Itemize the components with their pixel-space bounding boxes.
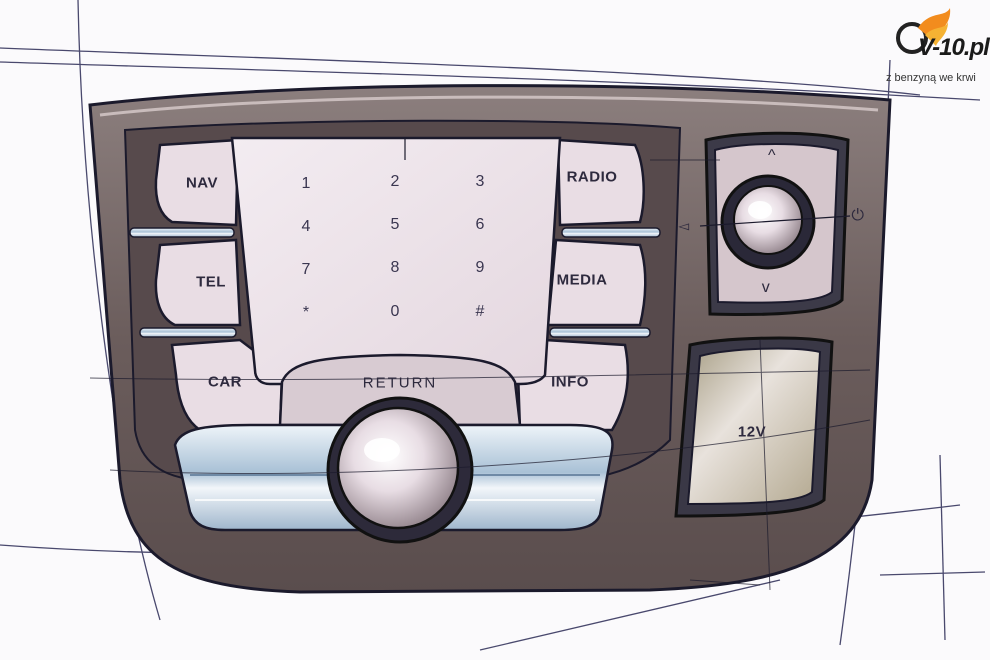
outlet-panel [686, 347, 822, 506]
logo-tagline: z benzyną we krwi [886, 72, 976, 84]
keypad-key-3[interactable]: 3 [475, 173, 485, 190]
keypad-key-0[interactable]: 0 [390, 303, 400, 320]
keypad-screen [230, 136, 562, 386]
info-button[interactable]: INFO [551, 373, 589, 391]
joystick-down-icon[interactable]: v [761, 279, 771, 296]
media-button-shape [546, 238, 647, 327]
keypad-key-4[interactable]: 4 [301, 218, 311, 235]
tel-button[interactable]: TEL [196, 273, 226, 291]
keypad-key-8[interactable]: 8 [390, 259, 400, 276]
keypad-key-star[interactable]: * [302, 304, 310, 321]
joystick-knob [733, 185, 803, 255]
radio-button[interactable]: RADIO [566, 168, 618, 186]
return-button[interactable]: RETURN [362, 374, 438, 392]
tel-button-shape [154, 238, 242, 327]
nav-button[interactable]: NAV [185, 174, 219, 192]
joystick-up-icon[interactable]: ^ [767, 147, 777, 164]
keypad-key-5[interactable]: 5 [390, 216, 400, 233]
keypad-key-7[interactable]: 7 [301, 261, 311, 278]
power-outlet-12v[interactable]: 12V [737, 423, 767, 441]
main-rotary-knob[interactable] [338, 408, 458, 528]
joystick-left-icon[interactable]: ◅ [678, 217, 690, 234]
joystick-controller[interactable] [734, 186, 802, 254]
power-icon[interactable]: ⏻ [851, 207, 865, 224]
keypad-key-hash[interactable]: # [475, 303, 485, 320]
keypad-key-2[interactable]: 2 [390, 173, 400, 190]
car-button[interactable]: CAR [208, 373, 242, 391]
nav-button-shape [154, 138, 240, 227]
logo-name: V-10.pl [918, 34, 990, 61]
media-button[interactable]: MEDIA [556, 271, 608, 289]
keypad-key-1[interactable]: 1 [301, 175, 311, 192]
logo-mark [896, 8, 951, 54]
keypad-key-9[interactable]: 9 [475, 259, 485, 276]
return-button-shape [278, 353, 522, 427]
radio-button-shape [556, 138, 645, 227]
keypad-key-6[interactable]: 6 [475, 216, 485, 233]
